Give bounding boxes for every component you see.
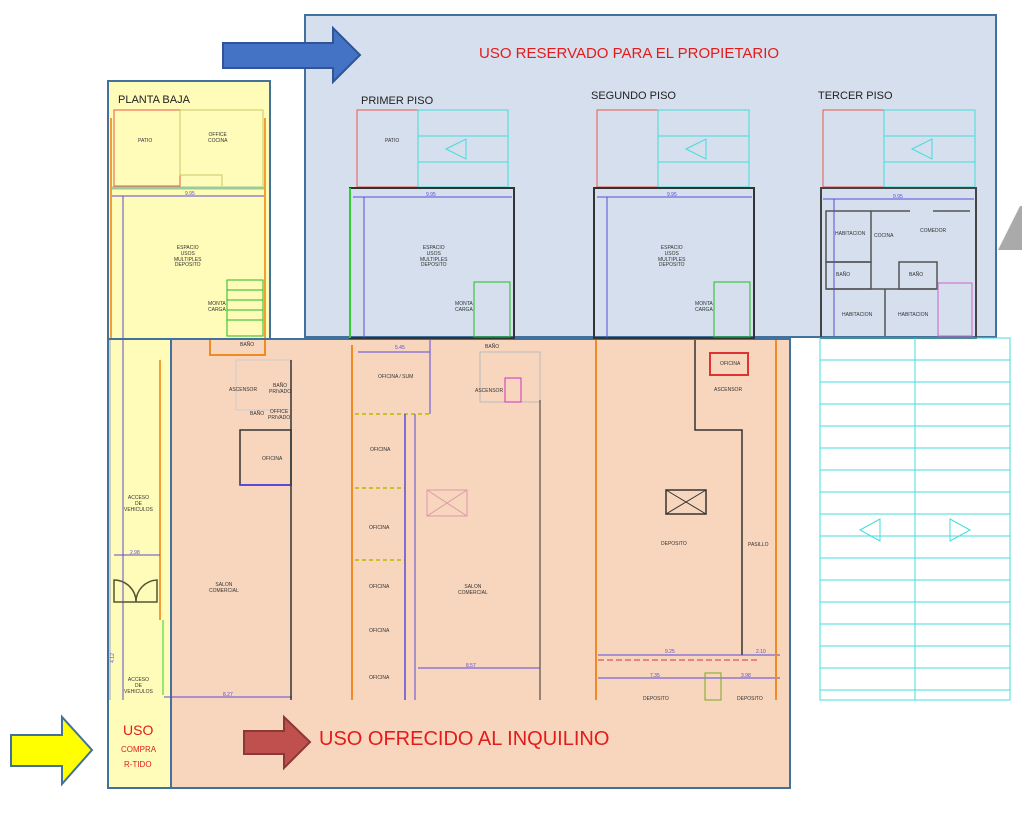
room-label: BAÑO PRIVADO [269, 383, 292, 395]
dimension-label: 9.95 [667, 192, 677, 198]
room-label: OFICINA [369, 584, 390, 590]
stair-grid [819, 337, 1011, 701]
floor-title-third: TERCER PISO [818, 90, 893, 102]
room-label: HABITACION [842, 312, 873, 318]
dimension-label: 9.95 [426, 192, 436, 198]
owner-banner: USO RESERVADO PARA EL PROPIETARIO [479, 45, 780, 62]
room-label: ESPACIO USOS MULTIPLES DEPOSITO [420, 245, 448, 269]
room-label: BAÑO [485, 344, 500, 350]
room-label: PATIO [385, 138, 400, 144]
tenant-area [107, 338, 791, 789]
room-label: ASCENSOR [229, 387, 258, 393]
room-label: ESPACIO USOS MULTIPLES DEPOSITO [174, 245, 202, 269]
room-label: BAÑO [250, 411, 265, 417]
room-label: MONTA CARGA [455, 301, 473, 313]
room-label: ACCESO DE VEHICULOS [124, 495, 153, 513]
room-label: SALON COMERCIAL [209, 582, 239, 594]
room-label: ASCENSOR [714, 387, 743, 393]
floor-title-first: PRIMER PISO [361, 95, 434, 107]
room-label: OFICINA / SUM [378, 374, 414, 380]
owner-area [304, 14, 997, 338]
plan-third [820, 109, 977, 339]
dimension-label: 9.25 [665, 649, 675, 655]
room-label: BAÑO [240, 342, 255, 348]
room-label: OFICINA [369, 525, 390, 531]
dimension-label: 7.35 [650, 673, 660, 679]
floor-title-ground: PLANTA BAJA [118, 94, 190, 106]
dimension-label: 3.98 [741, 673, 751, 679]
room-label: OFICINA [370, 447, 391, 453]
room-label: DEPOSITO [643, 696, 669, 702]
shared-banner-1: USO [123, 722, 154, 738]
dimension-label: 8.57 [466, 663, 476, 669]
room-label: ESPACIO USOS MULTIPLES DEPOSITO [658, 245, 686, 269]
room-label: ACCESO DE VEHICULOS [124, 677, 153, 695]
floor-title-second: SEGUNDO PISO [591, 90, 676, 102]
room-label: OFICINA [262, 456, 283, 462]
plan-first [349, 109, 515, 339]
partial-shape [998, 206, 1022, 250]
room-label: HABITACION [835, 231, 866, 237]
red-arrow-icon [243, 714, 312, 771]
room-label: BAÑO [909, 272, 924, 278]
room-label: MONTA CARGA [695, 301, 713, 313]
room-label: OFICINA [720, 361, 741, 367]
dimension-label: 2.98 [130, 550, 140, 556]
room-label: COMEDOR [920, 228, 947, 234]
dimension-label: 9.95 [893, 194, 903, 200]
room-label: PATIO [138, 138, 153, 144]
room-label: PASILLO [748, 542, 769, 548]
dimension-label: 8.27 [223, 692, 233, 698]
room-label: HABITACION [898, 312, 929, 318]
shared-use-strip [109, 340, 172, 787]
ground-floor-upper-area [107, 80, 271, 340]
tenant-banner: USO OFRECIDO AL INQUILINO [319, 728, 610, 750]
room-label: OFICINA [369, 675, 390, 681]
room-label: COCINA [874, 233, 894, 239]
dimension-label: 2.10 [756, 649, 766, 655]
room-label: SALON COMERCIAL [458, 584, 488, 596]
shared-banner-2: COMPRA [121, 745, 157, 754]
plan-second [593, 109, 755, 339]
room-label: DEPOSITO [661, 541, 687, 547]
room-label: OFFICE PRIVADO [268, 409, 291, 421]
room-label: OFICINA [369, 628, 390, 634]
dimension-label: 4.12 [109, 653, 116, 663]
room-label: MONTA CARGA [208, 301, 226, 313]
room-label: BAÑO [836, 272, 851, 278]
room-label: ASCENSOR [475, 388, 504, 394]
dimension-label: 5.45 [395, 345, 405, 351]
dimension-label: 9.95 [185, 191, 195, 197]
shared-banner-3: R-TIDO [124, 760, 152, 769]
room-label: DEPOSITO [737, 696, 763, 702]
blue-arrow-icon [222, 25, 362, 85]
yellow-arrow-icon [10, 714, 94, 787]
room-label: OFFICE COCINA [208, 132, 228, 144]
